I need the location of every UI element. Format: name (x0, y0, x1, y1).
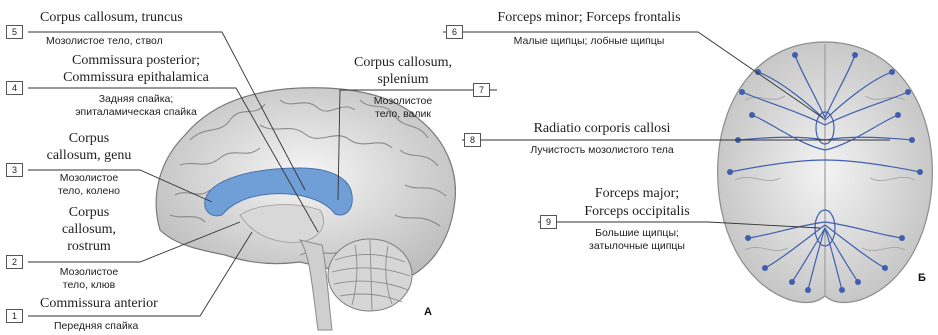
label-7-russian-2: тело, валик (338, 108, 468, 120)
label-2-latin-2: callosum, (34, 222, 144, 237)
label-5-number: 5 (6, 25, 23, 39)
label-2-latin-3: rostrum (34, 239, 144, 254)
label-9-russian-2: затылочные щипцы (566, 240, 708, 252)
panel-letter-b: Б (918, 272, 926, 284)
label-2-russian-2: тело, клюв (34, 279, 144, 291)
label-4-latin-1: Commissura posterior; (46, 53, 226, 68)
label-2-number: 2 (6, 255, 23, 269)
label-6-latin: Forceps minor; Forceps frontalis (474, 10, 704, 25)
label-4-russian-2: эпиталамическая спайка (46, 106, 226, 118)
label-2-latin-1: Corpus (34, 205, 144, 220)
label-3-russian-1: Мозолистое (34, 172, 144, 184)
panel-letter-a: А (424, 306, 432, 318)
label-7-latin-2: splenium (338, 72, 468, 87)
label-7-latin-1: Corpus callosum, (338, 55, 468, 70)
label-6-number: 6 (446, 25, 463, 39)
label-7-russian-1: Мозолистое (338, 95, 468, 107)
panel-a-hemisphere (156, 88, 455, 330)
label-8-latin: Radiatio corporis callosi (492, 121, 712, 136)
label-7-number: 7 (473, 83, 490, 97)
label-3-russian-2: тело, колено (34, 185, 144, 197)
label-2-russian-1: Мозолистое (34, 266, 144, 278)
label-5-russian: Мозолистое тело, ствол (46, 35, 163, 47)
label-8-russian: Лучистость мозолистого тела (492, 144, 712, 156)
panel-b-horizontal-section (718, 42, 933, 303)
label-4-russian-1: Задняя спайка; (46, 93, 226, 105)
label-3-number: 3 (6, 163, 23, 177)
label-1-number: 1 (6, 309, 23, 323)
label-4-number: 4 (6, 81, 23, 95)
label-1-latin: Commissura anterior (40, 296, 158, 311)
label-8-number: 8 (464, 133, 481, 147)
label-5-latin: Corpus callosum, truncus (40, 10, 183, 25)
label-3-latin-2: callosum, genu (34, 148, 144, 163)
label-9-number: 9 (540, 215, 557, 229)
label-9-latin-2: Forceps occipitalis (566, 204, 708, 219)
label-1-russian: Передняя спайка (54, 320, 138, 332)
cerebellum (328, 239, 412, 311)
label-9-russian-1: Большие щипцы; (566, 227, 708, 239)
label-9-latin-1: Forceps major; (566, 186, 708, 201)
label-6-russian: Малые щипцы; лобные щипцы (474, 35, 704, 47)
label-4-latin-2: Commissura epithalamica (46, 70, 226, 85)
label-3-latin-1: Corpus (34, 131, 144, 146)
